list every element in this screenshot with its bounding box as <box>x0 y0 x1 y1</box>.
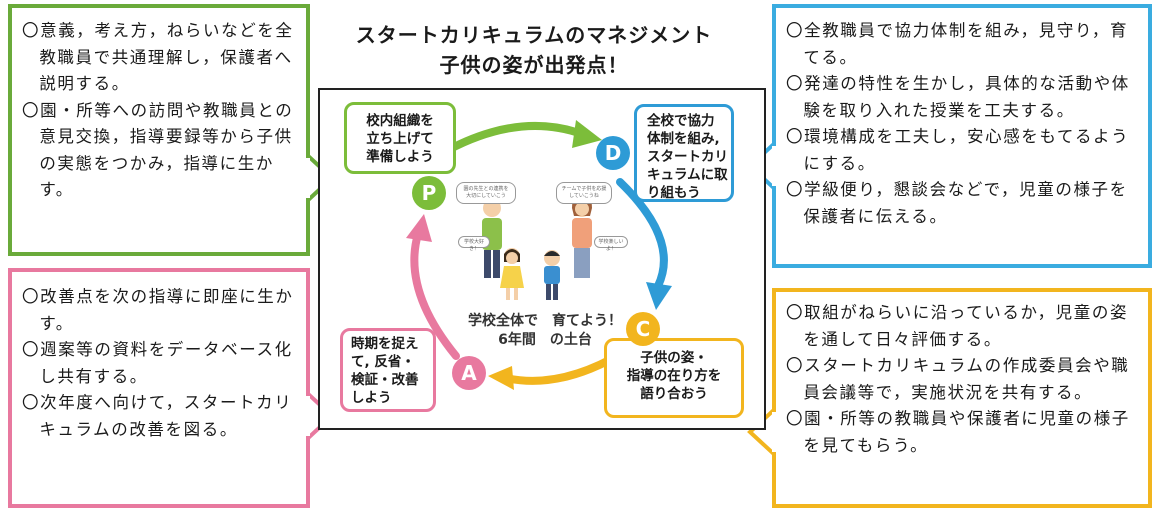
node-text: 子供の姿・ <box>640 350 708 366</box>
node-text: 全校で協力 <box>647 113 715 129</box>
letter-c-badge: C <box>626 312 660 346</box>
node-text: て, 反省・ <box>351 354 415 370</box>
callout-blue-item: 〇全教職員で協力体制を組み，見守り，育てる。 <box>786 21 1129 67</box>
letter-a-badge: A <box>452 356 486 390</box>
people-illustration <box>482 194 592 300</box>
title-line-2: 子供の姿が出発点！ <box>439 53 629 77</box>
node-text: り組もう <box>647 185 701 201</box>
callout-gold-item: 〇取組がねらいに沿っているか，児童の姿を通して日々評価する。 <box>786 303 1129 349</box>
callout-gold: 〇取組がねらいに沿っているか，児童の姿を通して日々評価する。 〇スタートカリキュ… <box>772 288 1152 508</box>
speech-bubble-child-1: 学校大好き！ <box>458 236 490 252</box>
center-caption-line: 6年間 の土台 <box>498 332 592 348</box>
callout-pink-item: 〇週案等の資料をデータベース化し共有する。 <box>22 340 293 386</box>
arrow-p-to-d <box>444 122 586 154</box>
letter-d-badge: D <box>596 136 630 170</box>
callout-green: 〇意義，考え方，ねらいなどを全教職員で共通理解し，保護者へ説明する。 〇園・所等… <box>8 4 310 256</box>
speech-bubble-teacher-2: チームで子供を応援 していこうね <box>556 182 612 204</box>
pdca-frame: 園の先生との連携を 大切にしていこう チームで子供を応援 していこうね 学校大好… <box>318 88 766 430</box>
arrow-d-to-c <box>616 178 668 290</box>
node-text: 語り合おう <box>640 386 708 402</box>
speech-bubble-teacher-1: 園の先生との連携を 大切にしていこう <box>456 182 516 204</box>
arrow-a-to-p <box>410 230 460 360</box>
letter-p-badge: P <box>412 176 446 210</box>
bubble-line: していこうね <box>569 193 599 199</box>
callout-gold-item: 〇園・所等の教職員や保護者に児童の様子を見てもらう。 <box>786 409 1130 455</box>
callout-green-item: 〇意義，考え方，ねらいなどを全教職員で共通理解し，保護者へ説明する。 <box>22 21 294 93</box>
bubble-line: チームで子供を応援 <box>561 186 607 192</box>
node-act: 時期を捉え て, 反省・ 検証・改善 しよう <box>340 328 436 412</box>
node-text: 立ち上げて <box>366 131 434 147</box>
callout-pink: 〇改善点を次の指導に即座に生かす。 〇週案等の資料をデータベース化し共有する。 … <box>8 268 310 508</box>
node-text: 指導の在り方を <box>626 368 722 384</box>
node-text: 準備しよう <box>366 149 434 165</box>
node-check: 子供の姿・ 指導の在り方を 語り合おう <box>604 338 744 418</box>
node-text: キュラムに取 <box>647 167 728 183</box>
callout-blue-item: 〇環境構成を工夫し，安心感をもてるようにする。 <box>786 127 1130 173</box>
arrowhead-p-to-d <box>572 120 602 148</box>
callout-pink-item: 〇次年度へ向けて，スタートカリキュラムの改善を図る。 <box>22 393 293 439</box>
arrowhead-d-to-c <box>646 282 672 310</box>
callout-blue-item: 〇発達の特性を生かし，具体的な活動や体験を取り入れた授業を工夫する。 <box>786 74 1130 120</box>
bubble-line: 大切にしていこう <box>466 193 506 199</box>
title-line-1: スタートカリキュラムのマネジメント <box>355 23 713 47</box>
node-do: 全校で協力 体制を組み, スタートカリ キュラムに取 り組もう <box>634 104 734 202</box>
node-text: スタートカリ <box>647 149 728 165</box>
arrowhead-a-to-p <box>406 214 432 242</box>
bubble-line: 園の先生との連携を <box>463 186 509 192</box>
callout-blue: 〇全教職員で協力体制を組み，見守り，育てる。 〇発達の特性を生かし，具体的な活動… <box>772 4 1152 268</box>
node-text: 体制を組み, <box>647 131 720 147</box>
node-text: しよう <box>351 390 392 406</box>
center-caption: 学校全体で 育てよう！ 6年間 の土台 <box>450 312 640 350</box>
diagram-title: スタートカリキュラムのマネジメント 子供の姿が出発点！ <box>318 20 750 80</box>
node-text: 校内組織を <box>366 113 434 129</box>
arrowhead-c-to-a <box>488 366 514 390</box>
callout-blue-item: 〇学級便り，懇談会などで，児童の様子を保護者に伝える。 <box>786 180 1128 226</box>
callout-green-item: 〇園・所等への訪問や教職員との意見交換，指導要録等から子供の実態をつかみ，指導に… <box>22 100 294 200</box>
node-text: 検証・改善 <box>351 372 419 388</box>
node-text: 時期を捉え <box>351 336 419 352</box>
center-caption-line: 学校全体で 育てよう！ <box>468 313 622 329</box>
speech-bubble-child-2: 学校楽しいよ！ <box>594 236 628 252</box>
callout-gold-item: 〇スタートカリキュラムの作成委員会や職員会議等で，実施状況を共有する。 <box>786 356 1130 402</box>
node-plan: 校内組織を 立ち上げて 準備しよう <box>344 102 456 174</box>
callout-pink-item: 〇改善点を次の指導に即座に生かす。 <box>22 287 294 333</box>
